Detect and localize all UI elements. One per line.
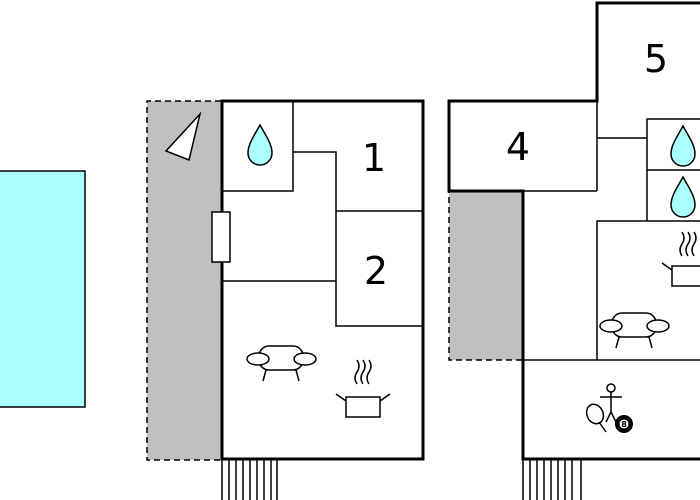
- bathroom-icon-lower: [670, 175, 696, 218]
- right-inner-walls: [523, 101, 700, 361]
- left-inner-walls: [221, 100, 422, 327]
- stairs-icon: [221, 458, 278, 500]
- bathroom-icon: [247, 123, 273, 166]
- stairs-icon-right: [522, 458, 582, 500]
- kitchen-icon-right: [661, 231, 700, 287]
- billiard-icon: 8: [615, 415, 633, 433]
- left-terrace: [146, 100, 221, 461]
- room-1-label: 1: [362, 136, 386, 180]
- sofa-icon: [246, 345, 317, 382]
- swimming-pool: [0, 170, 86, 408]
- sofa-icon-right: [599, 312, 670, 349]
- room-4-label: 4: [506, 125, 530, 169]
- window: [211, 211, 231, 263]
- room-5-label: 5: [644, 37, 668, 81]
- billiard-ball-number: 8: [621, 420, 627, 429]
- right-building: [447, 1, 700, 461]
- kitchen-icon: [335, 359, 391, 418]
- right-terrace: [448, 190, 523, 361]
- bathroom-icon-upper: [670, 124, 696, 167]
- room-2-label: 2: [364, 249, 388, 293]
- table-tennis-icon: [585, 403, 607, 433]
- table-football-icon: [600, 383, 622, 423]
- compass-icon: [164, 111, 202, 162]
